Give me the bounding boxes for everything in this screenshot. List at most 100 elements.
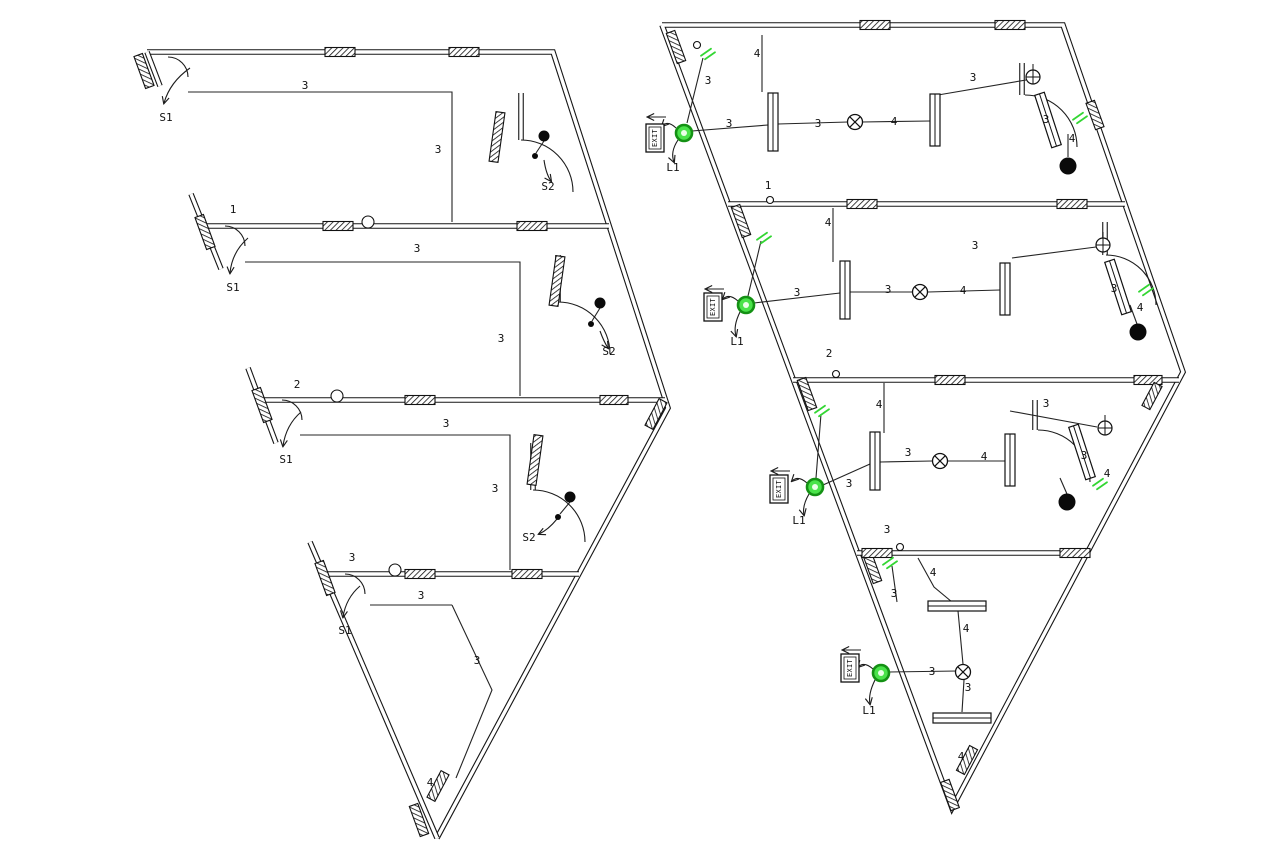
circuit-wires-layer xyxy=(188,35,1138,779)
circuit-count-label: 3 xyxy=(972,239,979,252)
circuit-count-label: 4 xyxy=(825,216,832,229)
circuit-wire xyxy=(861,120,931,123)
circuit-count-label: 3 xyxy=(705,74,712,87)
window-hatch xyxy=(426,769,450,803)
fluorescent-fixture xyxy=(932,712,992,724)
circuit-count-label: 3 xyxy=(965,681,972,694)
window-hatch xyxy=(511,568,543,580)
cross-circle-symbol xyxy=(1025,64,1041,85)
window-hatch xyxy=(488,110,506,164)
green-switch-tick xyxy=(814,404,830,418)
circuit-count-label: 3 xyxy=(885,283,892,296)
circuit-count-label: 4 xyxy=(1069,132,1076,145)
window-hatch xyxy=(846,198,878,210)
window-hatch xyxy=(665,29,687,65)
fluorescent-fixture xyxy=(929,93,941,147)
leader-arrow xyxy=(723,296,739,302)
walls-layer xyxy=(144,22,1187,840)
circuit-count-label: 3 xyxy=(846,477,853,490)
exit-sign: EXIT xyxy=(769,474,789,504)
window-hatch xyxy=(1059,547,1091,559)
lamp-point-dot xyxy=(588,321,594,327)
wall-junction-bump xyxy=(388,563,402,577)
leader-arrow xyxy=(804,493,810,515)
window-hatch xyxy=(1085,99,1105,131)
circuit-count-label: 3 xyxy=(1043,397,1050,410)
circuit-count-label: 3 xyxy=(905,446,912,459)
circuit-count-label: 3 xyxy=(884,523,891,536)
wall-cavity xyxy=(660,23,1185,813)
fluorescent-fixture xyxy=(869,431,881,491)
leader-arrow xyxy=(673,139,679,162)
circuit-wire xyxy=(961,679,965,713)
circuit-count-label: 3 xyxy=(414,242,421,255)
window-hatch xyxy=(314,559,336,597)
circuit-count-label: 3 xyxy=(474,654,481,667)
window-hatch xyxy=(644,397,668,431)
circuit-count-label: 3 xyxy=(498,332,505,345)
window-hatch xyxy=(1141,381,1163,411)
circuit-count-label: 4 xyxy=(930,566,937,579)
wall-cavity xyxy=(145,51,162,87)
circuit-wire xyxy=(535,140,545,154)
circuit-count-label: 1 xyxy=(765,179,772,192)
leader-arrow xyxy=(164,67,191,103)
door-swing-arc xyxy=(224,225,246,247)
emergency-lamp-green xyxy=(871,663,891,683)
fluorescent-fixture xyxy=(1067,423,1097,481)
window-hatch xyxy=(994,19,1026,31)
circuit-count-label: 4 xyxy=(891,115,898,128)
wall-junction-bump xyxy=(692,40,702,50)
lamp-point-dot xyxy=(538,130,550,142)
circuit-wire xyxy=(888,670,958,673)
circuit-wire xyxy=(300,434,511,570)
window-hatch xyxy=(251,386,273,424)
circuit-wire xyxy=(957,610,964,665)
leader-arrow xyxy=(343,585,361,617)
circuit-count-label: 3 xyxy=(443,417,450,430)
window-hatch xyxy=(448,46,480,58)
window-hatch xyxy=(1056,198,1088,210)
circuit-count-label: 3 xyxy=(794,286,801,299)
circuit-count-label: 3 xyxy=(970,71,977,84)
luminaire-label: L1 xyxy=(730,335,743,348)
circuit-count-label: 4 xyxy=(963,622,970,635)
green-switch-tick xyxy=(756,231,772,245)
circuit-count-label: 2 xyxy=(294,378,301,391)
window-hatch xyxy=(861,547,893,559)
circuit-count-label: 3 xyxy=(726,117,733,130)
fixtures-layer xyxy=(767,91,1133,724)
circuit-wire xyxy=(245,261,521,396)
circuit-wire xyxy=(747,240,762,297)
circuit-wire xyxy=(822,463,871,486)
circuit-count-label: 4 xyxy=(960,284,967,297)
window-hatch xyxy=(133,52,155,90)
emergency-lamp-green xyxy=(805,477,825,497)
circuit-wire xyxy=(188,91,453,222)
fluorescent-fixture xyxy=(1004,433,1016,487)
switch-label: S1 xyxy=(226,281,239,294)
circuit-wire xyxy=(1129,304,1138,325)
circuit-count-label: 1 xyxy=(230,203,237,216)
leader-arrow xyxy=(283,411,302,446)
switch-label: S1 xyxy=(159,111,172,124)
exit-sign-label: EXIT xyxy=(651,128,659,147)
circuit-count-label: 3 xyxy=(418,589,425,602)
circuit-count-label: 3 xyxy=(302,79,309,92)
window-hatch xyxy=(322,220,354,232)
cross-circle-symbol xyxy=(1097,415,1113,436)
fan-symbol xyxy=(931,452,949,470)
leader-arrow xyxy=(599,330,608,348)
circuit-wire xyxy=(937,79,1027,96)
window-hatch xyxy=(934,374,966,386)
window-hatch xyxy=(859,19,891,31)
fluorescent-fixture xyxy=(1103,258,1133,316)
circuit-count-label: 4 xyxy=(1137,301,1144,314)
leader-arrow xyxy=(230,237,249,273)
lamp-point-dot xyxy=(1059,157,1077,175)
exit-sign-label: EXIT xyxy=(846,658,854,677)
circuit-wire xyxy=(891,565,898,603)
exit-sign: EXIT xyxy=(645,123,665,153)
